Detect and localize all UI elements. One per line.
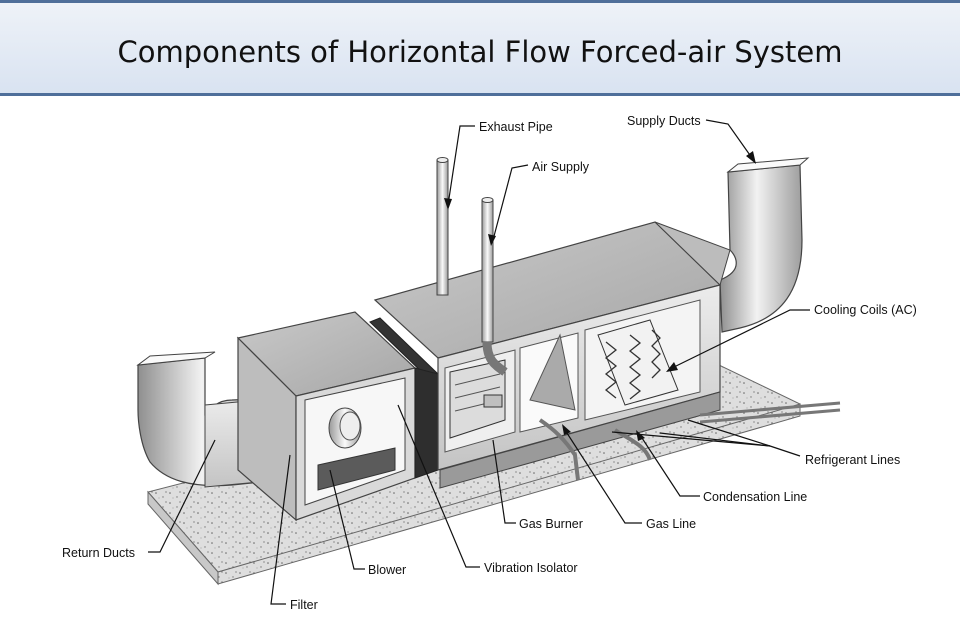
label-filter: Filter (290, 598, 318, 612)
label-air-supply: Air Supply (532, 160, 590, 174)
label-condensation-line: Condensation Line (703, 490, 807, 504)
title-bar: Components of Horizontal Flow Forced-air… (0, 0, 960, 96)
exhaust-pipe (436, 157, 449, 296)
label-supply-ducts: Supply Ducts (627, 114, 701, 128)
label-cooling-coils: Cooling Coils (AC) (814, 303, 917, 317)
label-blower: Blower (368, 563, 406, 577)
cooling-coils (597, 319, 679, 406)
label-return-ducts: Return Ducts (62, 546, 135, 560)
diagram-labels: Exhaust Pipe Air Supply Supply Ducts Coo… (62, 114, 917, 612)
gas-line-pipe (538, 418, 580, 481)
supply-duct (654, 157, 810, 333)
label-gas-line: Gas Line (646, 517, 696, 531)
refrigerant-lines-pipe (699, 401, 841, 424)
air-supply-pipe (481, 197, 508, 376)
gas-burner (449, 359, 506, 439)
page-title: Components of Horizontal Flow Forced-air… (117, 35, 843, 69)
label-gas-burner: Gas Burner (519, 517, 583, 531)
label-exhaust-pipe: Exhaust Pipe (479, 120, 553, 134)
blower-cabinet (236, 311, 417, 522)
leader-lines (148, 119, 810, 605)
label-vibration-isolator: Vibration Isolator (484, 561, 578, 575)
label-refrigerant-lines: Refrigerant Lines (805, 453, 900, 467)
